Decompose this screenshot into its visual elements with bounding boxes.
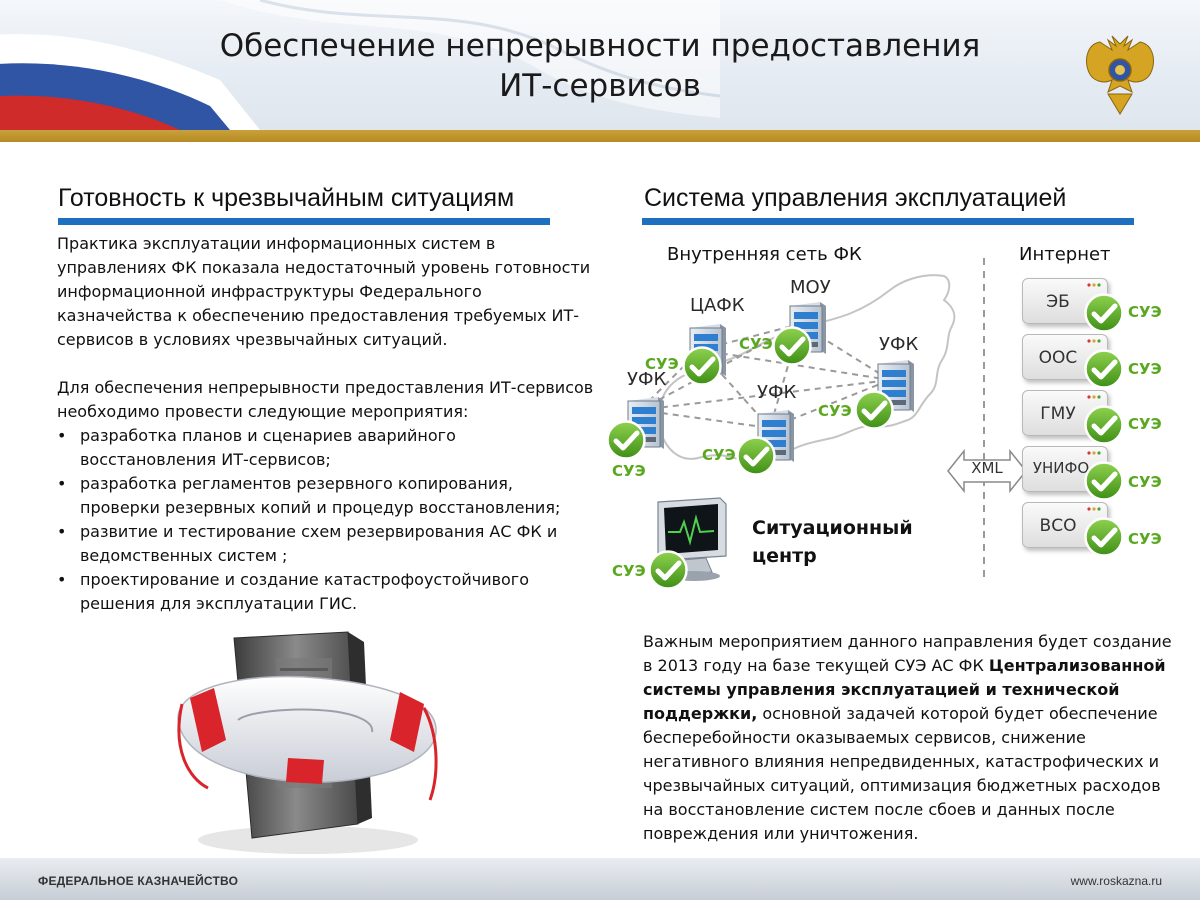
internet-system-label: ВСО	[1039, 516, 1077, 536]
check-situation-center-icon	[648, 550, 688, 590]
node-label-ufk-south: УФК	[757, 382, 797, 403]
check-vso-icon	[1084, 517, 1124, 557]
slide-footer: ФЕДЕРАЛЬНОЕ КАЗНАЧЕЙСТВО www.roskazna.ru	[0, 858, 1200, 900]
section-underline-left	[58, 218, 550, 225]
list-item: развитие и тестирование схем резервирова…	[57, 520, 597, 568]
internet-label: Интернет	[1019, 244, 1111, 265]
list-item: проектирование и создание катастрофоусто…	[57, 568, 597, 616]
internet-system-gmu: ГМУ	[1022, 390, 1108, 436]
check-oos-icon	[1084, 349, 1124, 389]
sue-label: СУЭ	[1128, 360, 1162, 378]
right-text-part-1: Важным мероприятием данного направления …	[643, 632, 1172, 675]
right-text-bold: Централизованной системы управления эксп…	[643, 656, 1166, 723]
list-item: разработка регламентов резервного копиро…	[57, 472, 597, 520]
node-label-cafk: ЦАФК	[690, 295, 745, 316]
internet-system-label: ЭБ	[1046, 292, 1070, 312]
check-mou-icon	[772, 326, 812, 366]
sue-label: СУЭ	[702, 446, 736, 464]
left-body-text: Практика эксплуатации информационных сис…	[57, 232, 597, 616]
situation-center-line-2: центр	[752, 545, 817, 567]
node-label-mou: МОУ	[790, 277, 831, 298]
right-body-text: Важным мероприятием данного направления …	[643, 630, 1183, 846]
check-eb-icon	[1084, 293, 1124, 333]
footer-website-link[interactable]: www.roskazna.ru	[1070, 874, 1162, 888]
node-label-ufk-east: УФК	[879, 334, 919, 355]
xml-label: XML	[971, 459, 1003, 477]
sue-label: СУЭ	[1128, 473, 1162, 491]
server-lifebuoy-illustration	[177, 631, 438, 854]
network-divider-line	[983, 258, 985, 580]
sue-label: СУЭ	[1128, 303, 1162, 321]
sue-label: СУЭ	[612, 462, 646, 480]
section-title-emergency-readiness: Готовность к чрезвычайным ситуациям	[58, 184, 515, 212]
section-title-operations-management: Система управления эксплуатацией	[644, 184, 1067, 212]
right-text-part-2: основной задачей которой будет обеспечен…	[643, 704, 1161, 843]
decorative-wave	[220, 0, 720, 118]
check-cafk-icon	[682, 346, 722, 386]
internet-system-label: ООС	[1038, 348, 1078, 368]
header-gold-divider	[0, 130, 1200, 142]
sue-label: СУЭ	[818, 402, 852, 420]
title-line-2: ИТ-сервисов	[499, 68, 701, 104]
internet-system-label: ГМУ	[1040, 404, 1076, 424]
page-title: Обеспечение непрерывности предоставления…	[150, 26, 1050, 106]
internet-system-label: УНИФО	[1032, 459, 1090, 477]
russian-flag-graphic	[0, 34, 260, 130]
section-underline-right	[642, 218, 1134, 225]
sue-label: СУЭ	[1128, 415, 1162, 433]
internal-network-label: Внутренняя сеть ФК	[667, 244, 862, 265]
check-ufk-south-icon	[736, 436, 776, 476]
check-ufk-west-icon	[606, 420, 646, 460]
check-unifo-icon	[1084, 461, 1124, 501]
double-headed-eagle-emblem-icon	[1086, 35, 1154, 115]
check-gmu-icon	[1084, 405, 1124, 445]
footer-organization: ФЕДЕРАЛЬНОЕ КАЗНАЧЕЙСТВО	[38, 874, 239, 888]
situation-center-label: Ситуационный центр	[752, 514, 913, 570]
sue-label: СУЭ	[1128, 530, 1162, 548]
situation-center-line-1: Ситуационный	[752, 517, 913, 539]
node-label-ufk-west: УФК	[627, 369, 667, 390]
left-paragraph-2: Для обеспечения непрерывности предоставл…	[57, 378, 594, 421]
measures-list: разработка планов и сценариев аварийного…	[57, 424, 597, 616]
title-line-1: Обеспечение непрерывности предоставления	[219, 28, 981, 64]
list-item: разработка планов и сценариев аварийного…	[57, 424, 597, 472]
left-paragraph-1: Практика эксплуатации информационных сис…	[57, 234, 591, 349]
check-ufk-east-icon	[854, 390, 894, 430]
slide-header: Обеспечение непрерывности предоставления…	[0, 0, 1200, 130]
sue-label: СУЭ	[645, 355, 679, 373]
sue-label: СУЭ	[739, 335, 773, 353]
sue-label: СУЭ	[612, 562, 646, 580]
